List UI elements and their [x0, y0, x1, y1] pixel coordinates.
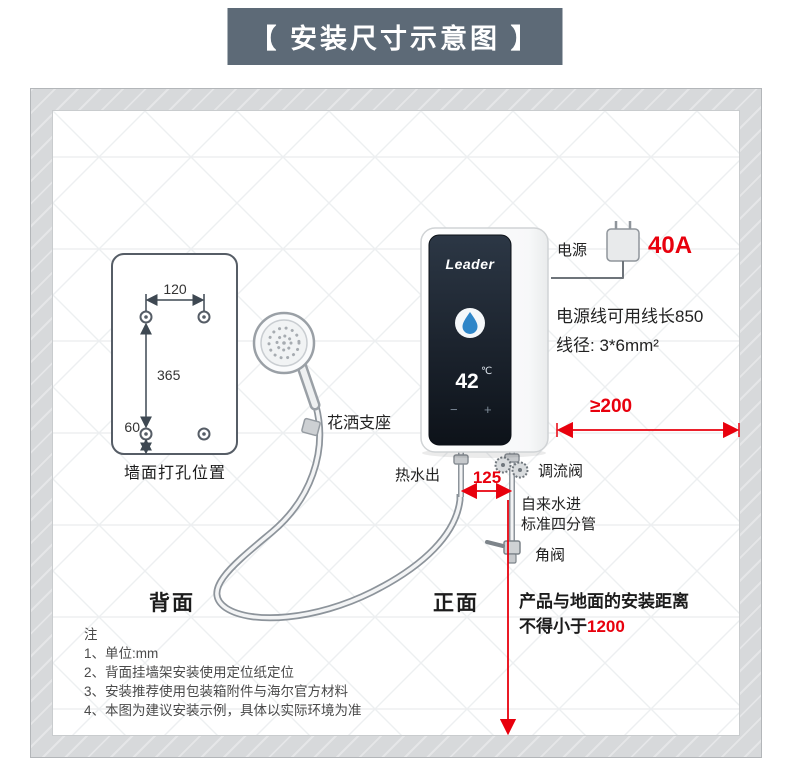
- flow-valve-label: 调流阀: [538, 463, 584, 480]
- flow-valve-icon: [494, 456, 529, 479]
- floor-distance-line2: 不得小于1200: [519, 617, 625, 636]
- shower-holder-bracket: [301, 417, 321, 437]
- water-drop-icon: [455, 308, 485, 338]
- water-inlet-label: 自来水进: [521, 496, 582, 513]
- wall-plate: 120 365 60: [111, 253, 238, 455]
- power-plug-icon: [606, 221, 640, 262]
- right-clearance-dim: ≥200: [590, 396, 633, 417]
- heater-temp-unit: ℃: [481, 366, 492, 377]
- power-label: 电源: [557, 242, 588, 259]
- power-cord: [551, 261, 624, 279]
- page-title: 【 安装尺寸示意图 】: [227, 8, 563, 65]
- heater-brand: Leader: [446, 256, 496, 272]
- pipe-standard-label: 标准四分管: [521, 516, 597, 533]
- dim-120: 120: [163, 281, 187, 297]
- plate-dimension-lines: [140, 294, 205, 455]
- note-item-4: 4、本图为建议安装示例，具体以实际环境为准: [84, 703, 362, 718]
- front-view-label: 正面: [433, 592, 479, 615]
- installation-notes: 注 1、单位:mm 2、背面挂墙架安装使用定位纸定位 3、安装推荐使用包装箱附件…: [84, 625, 362, 720]
- back-view-label: 背面: [149, 592, 195, 615]
- floor-distance-value: 1200: [587, 617, 625, 636]
- dim-60: 60: [124, 419, 140, 435]
- pipe-spacing-dim: 125: [472, 468, 502, 487]
- wall-plate-label: 墙面打孔位置: [123, 465, 226, 482]
- note-item-2: 2、背面挂墙架安装使用定位纸定位: [84, 665, 295, 680]
- heater-temp: 42: [455, 370, 478, 393]
- shower-head: [252, 311, 321, 437]
- heater-panel: [428, 234, 512, 446]
- angle-valve-label: 角阀: [535, 547, 566, 564]
- amp-rating: 40A: [648, 232, 693, 259]
- hot-water-out-label: 热水出: [395, 467, 441, 484]
- angle-valve-icon: [485, 540, 521, 564]
- floor-distance-line1: 产品与地面的安装距离: [519, 592, 689, 611]
- floor-distance-note: 产品与地面的安装距离 不得小于1200: [519, 589, 689, 639]
- plus-icon: +: [484, 402, 492, 417]
- notes-heading: 注: [84, 627, 98, 642]
- dim-365: 365: [157, 367, 181, 383]
- note-item-3: 3、安装推荐使用包装箱附件与海尔官方材料: [84, 684, 349, 699]
- water-heater: Leader 42 ℃ − +: [420, 227, 549, 458]
- clearance-dim-line: [556, 421, 740, 439]
- shower-hose: [213, 405, 464, 622]
- cord-length-note: 电源线可用线长850: [556, 307, 704, 326]
- shower-holder-label: 花洒支座: [327, 415, 392, 432]
- note-item-1: 1、单位:mm: [84, 646, 159, 661]
- minus-icon: −: [450, 402, 458, 417]
- wire-gauge-note: 线径: 3*6mm²: [556, 336, 659, 355]
